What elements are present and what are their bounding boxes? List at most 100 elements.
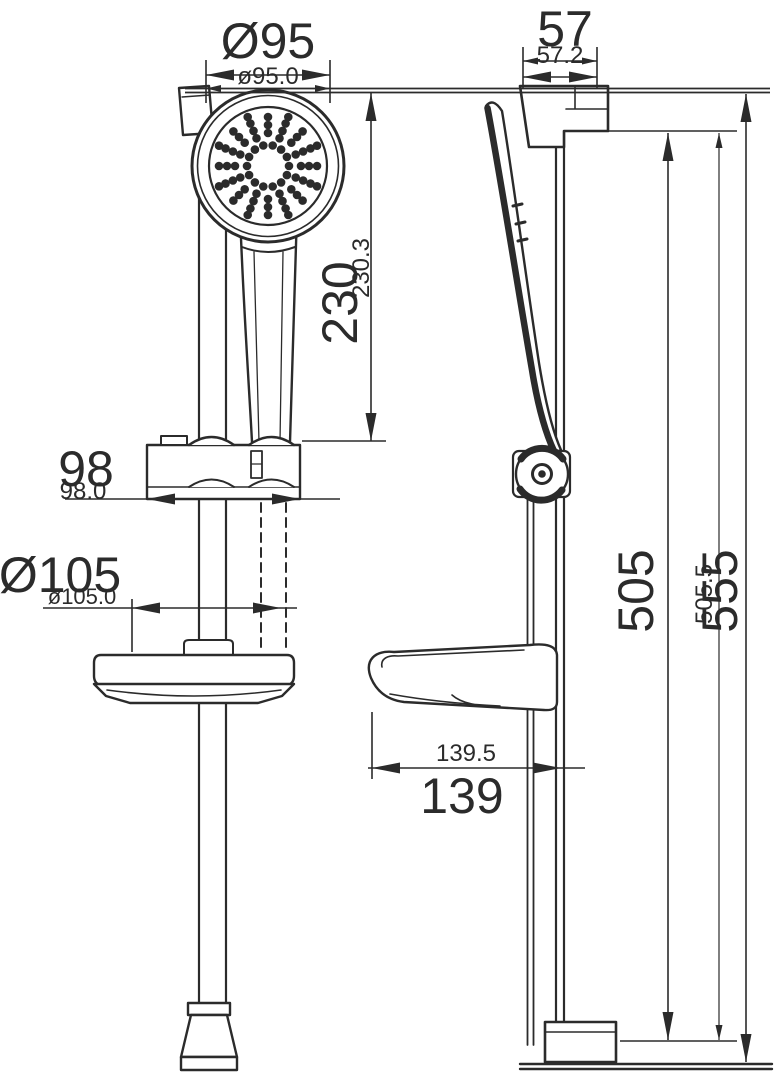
slide-rail-side (554, 93, 566, 1034)
spray-nozzle-dot (236, 173, 245, 182)
dim-dish-diameter-precise: ø105.0 (48, 584, 117, 609)
soap-dish-front (92, 653, 296, 688)
spray-nozzle-dot (259, 182, 268, 191)
spray-nozzle-dot (278, 196, 287, 206)
spray-nozzle-dot (282, 170, 292, 180)
hose-cone-foot (179, 1055, 239, 1072)
spray-nozzle-dot (252, 134, 261, 143)
dim-bar-length-precise: 505.5 (691, 564, 718, 624)
spray-nozzle-dot (312, 182, 322, 191)
shared-extension-lines (185, 87, 770, 94)
slider-bracket-tab (160, 435, 188, 446)
knob-center-dot (538, 470, 546, 478)
spray-nozzle-dot (263, 202, 273, 212)
dim-handset-length-nominal: 230 (312, 261, 368, 344)
spray-nozzle-dot (275, 134, 284, 143)
spray-nozzle-dot (306, 179, 315, 188)
handset-side-face-band (484, 104, 558, 455)
spray-nozzle-dot (268, 182, 278, 191)
spray-nozzle-dot (244, 152, 254, 162)
spray-nozzle-dot (234, 190, 244, 200)
spray-nozzle-dot (252, 189, 261, 198)
shower-head-face-ring (207, 105, 329, 227)
spray-nozzle-dot (244, 170, 254, 180)
spray-nozzle-dot (240, 185, 249, 194)
side-view (367, 84, 774, 1071)
spray-nozzle-dot (287, 138, 296, 147)
spray-nozzle-dot (284, 161, 294, 171)
spray-nozzle-dot (214, 161, 224, 171)
hidden-edges-dashed (260, 502, 287, 649)
slider-bracket-bump-left (187, 435, 236, 447)
spray-nozzle-dot (229, 127, 238, 136)
spray-nozzle-dot (296, 161, 306, 171)
dim-bracket-depth-precise: 57.2 (537, 42, 584, 69)
dim-bar-length-nominal: 505 (608, 549, 664, 632)
spray-nozzle-dot (263, 120, 273, 130)
spray-nozzle-dot (230, 161, 240, 171)
soap-dish-side (367, 643, 559, 712)
shower-head-mid-ring (196, 94, 340, 238)
spray-nozzle-dot (214, 182, 224, 191)
spray-nozzle-dot (250, 145, 260, 154)
spray-nozzle-dot (236, 150, 245, 159)
spray-nozzle-dot (228, 147, 238, 156)
spray-nozzle-dot (291, 173, 301, 182)
spray-nozzle-dot (275, 189, 284, 198)
spray-nozzle-dot (243, 210, 252, 220)
soap-dish-collar (183, 639, 234, 656)
handset-handle (238, 210, 299, 444)
soap-dish-side-lines (380, 649, 525, 707)
handle-contour-lines (253, 251, 284, 443)
handle-neck-line (241, 246, 296, 253)
spray-nozzle-dot (263, 210, 273, 220)
dim-dish-width-precise: 139.5 (436, 740, 496, 767)
spray-nozzle-dot (268, 141, 278, 150)
spray-nozzle-dot (246, 119, 255, 128)
spray-nozzle-dot (263, 112, 273, 122)
dimension-annotations: Ø95 ø95.0 57 57.2 230 230.3 98 98.0 Ø105… (0, 1, 770, 1062)
slider-bracket-inner-bumps (188, 478, 295, 488)
wall-line (518, 1062, 774, 1071)
soap-dish-lip-line (106, 689, 282, 697)
wall-bracket-inner-lines (565, 85, 609, 110)
spray-nozzle-dot (228, 176, 238, 185)
spray-nozzle-dot (222, 161, 232, 171)
knob-top-cap (517, 444, 567, 463)
spray-nozzle-dot (281, 119, 290, 128)
soap-dish-lip (92, 682, 296, 705)
spray-nozzle-dot (243, 112, 252, 122)
spray-nozzle-dot (312, 141, 322, 150)
rails-layer (197, 93, 566, 1046)
spray-nozzle-dot (250, 178, 260, 187)
spray-nozzle-dot (291, 150, 301, 159)
wall-bracket-side (518, 84, 610, 149)
spray-nozzle-dot (221, 179, 230, 188)
spray-dots (214, 112, 322, 220)
spray-nozzle-dot (276, 145, 286, 154)
spray-nozzle-dot (292, 132, 302, 142)
spray-nozzle-dot (278, 126, 287, 136)
handset-side-buttons (511, 202, 529, 243)
dim-head-diameter-precise: ø95.0 (237, 63, 298, 90)
slider-bracket-front (145, 443, 302, 501)
hose-cone (179, 1013, 239, 1059)
knob-bottom-cap (516, 485, 566, 504)
spray-nozzle-dot (234, 132, 244, 142)
spray-nozzle-dot (263, 194, 273, 204)
spray-nozzle-dot (312, 161, 322, 171)
spray-nozzle-dot (242, 161, 252, 171)
spray-nozzle-dot (304, 161, 314, 171)
spray-nozzle-dot (259, 141, 268, 150)
hose-side (526, 496, 535, 1046)
dim-slider-width-nominal: 98 (58, 441, 114, 497)
spray-nozzle-dot (240, 138, 249, 147)
dim-overall-height-nominal: 555 (692, 549, 748, 632)
dim-bracket-depth-nominal: 57 (537, 1, 593, 57)
spray-nozzle-dot (298, 127, 307, 136)
front-view (92, 84, 346, 1072)
spray-nozzle-dot (229, 196, 238, 205)
shower-head-outer-ring (190, 88, 346, 244)
